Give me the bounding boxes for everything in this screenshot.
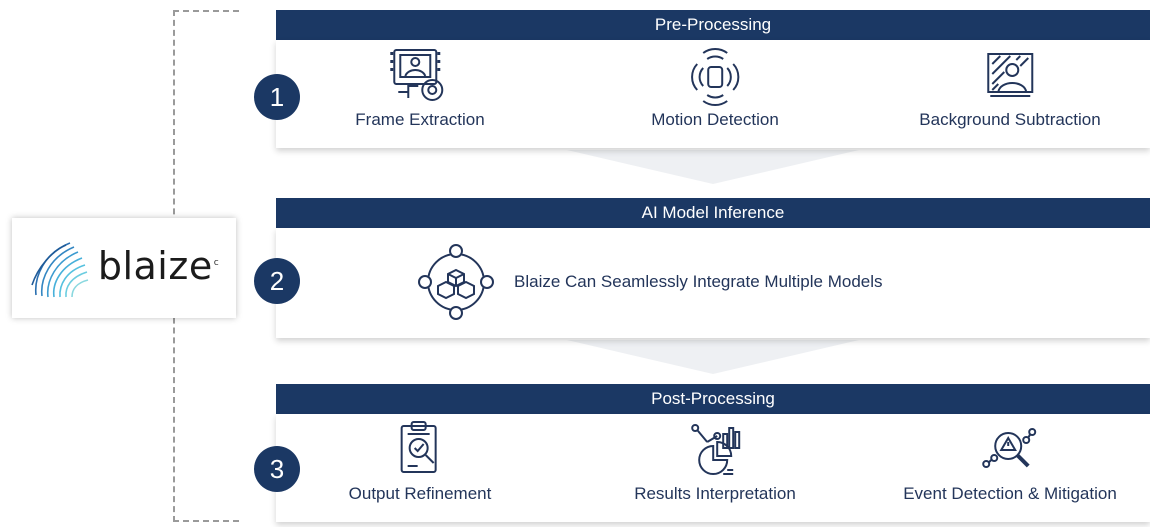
logo-trademark: c	[213, 258, 220, 268]
item-label: Frame Extraction	[355, 110, 485, 129]
output-refinement-icon	[400, 421, 437, 473]
step-number-1: 1	[254, 74, 300, 120]
item-label: Blaize Can Seamlessly Integrate Multiple…	[514, 272, 883, 291]
stage-panel: Blaize Can Seamlessly Integrate Multiple…	[276, 228, 1150, 338]
results-interpretation-icon	[691, 424, 740, 475]
connector-top-line	[173, 10, 239, 12]
item-results-interpretation: Results Interpretation	[634, 420, 796, 504]
item-motion-detection: Motion Detection	[651, 46, 779, 130]
stage-panel: Output Refinement Res	[276, 414, 1150, 522]
item-label: Motion Detection	[651, 110, 779, 129]
item-model-integration: Blaize Can Seamlessly Integrate Multiple…	[416, 242, 883, 322]
stage-pre-processing: Pre-Processing	[276, 10, 1150, 148]
item-background-subtraction: Background Subtraction	[919, 46, 1101, 130]
item-label: Event Detection & Mitigation	[903, 484, 1117, 503]
item-label: Background Subtraction	[919, 110, 1101, 129]
stage-title-bar: AI Model Inference	[276, 198, 1150, 228]
flow-chevron-1	[567, 150, 859, 184]
step-number-2: 2	[254, 258, 300, 304]
logo-wordmark: blaize	[97, 244, 213, 288]
step-number-3: 3	[254, 446, 300, 492]
blaize-logo-icon	[31, 242, 89, 298]
stage-title-bar: Post-Processing	[276, 384, 1150, 414]
background-subtraction-icon	[986, 53, 1033, 97]
stage-title-bar: Pre-Processing	[276, 10, 1150, 40]
item-label: Results Interpretation	[634, 484, 796, 503]
stage-post-processing: Post-Processing Output Refinement	[276, 384, 1150, 522]
connector-bottom-line	[173, 520, 239, 522]
item-label: Output Refinement	[348, 484, 492, 503]
frame-extraction-icon	[390, 49, 443, 101]
flow-chevron-2	[567, 340, 859, 374]
item-output-refinement: Output Refinement	[348, 420, 492, 504]
motion-detection-icon	[690, 48, 740, 106]
event-detection-icon	[982, 428, 1036, 468]
stage-panel: Frame Extraction Motion Detection	[276, 40, 1150, 148]
item-frame-extraction: Frame Extraction	[355, 46, 485, 130]
item-event-detection: Event Detection & Mitigation	[903, 420, 1117, 504]
model-integration-icon	[418, 244, 494, 320]
blaize-logo-card: blaizec	[12, 218, 236, 318]
stage-ai-model-inference: AI Model Inference Blaize Can Seamlessly…	[276, 198, 1150, 338]
